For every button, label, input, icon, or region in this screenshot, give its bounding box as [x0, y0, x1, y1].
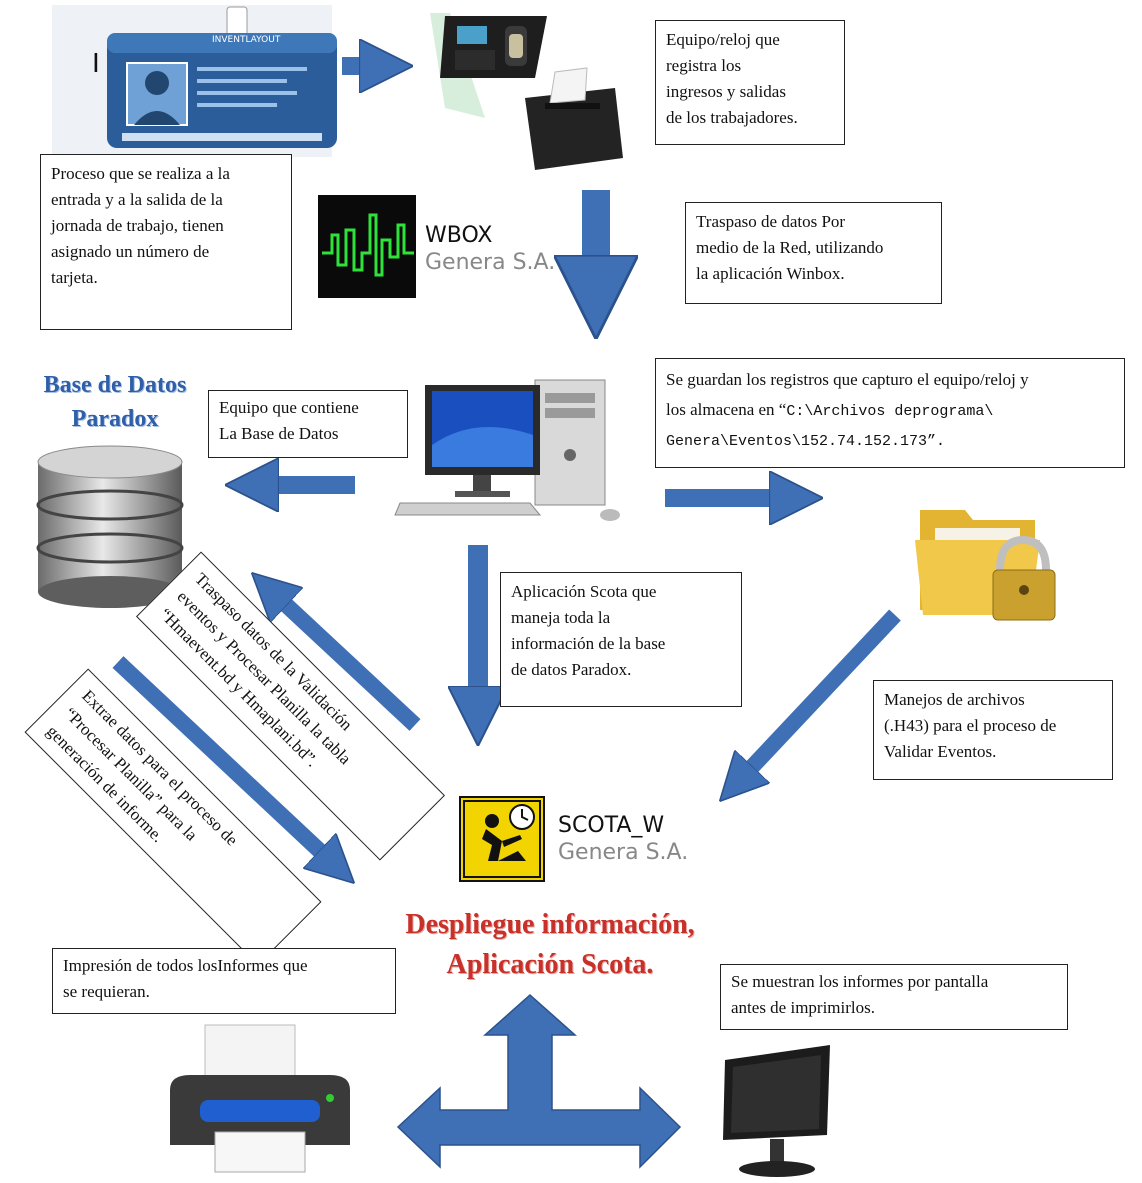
- equipo-bd-line-1: Equipo que contiene: [219, 398, 359, 417]
- traspaso-red-line-1: Traspaso de datos Por: [696, 212, 846, 231]
- se-guardan-path-1: C:\Archivos deprograma\: [786, 403, 994, 420]
- locked-folder-image: [915, 490, 1065, 625]
- equipo-bd-box: Equipo que contiene La Base de Datos: [208, 390, 408, 458]
- monitor-icon: [723, 1045, 830, 1177]
- base-datos-title: Base de Datos Paradox: [10, 368, 220, 436]
- scota-app-line-3: información de la base: [511, 634, 666, 653]
- construction-worker-icon: [459, 796, 545, 882]
- proceso-description-box: Proceso que se realiza a la entrada y a …: [40, 154, 292, 330]
- traspaso-red-line-3: la aplicación Winbox.: [696, 264, 845, 283]
- database-icon: [36, 445, 184, 608]
- database-image: [30, 440, 190, 610]
- locked-folder-icon: [915, 510, 1056, 621]
- se-guardan-box: Se guardan los registros que capturo el …: [655, 358, 1125, 468]
- extrae-line-2: “Procesar Planilla” para la: [60, 703, 202, 845]
- id-card-company: INVENTLAYOUT: [212, 35, 281, 45]
- se-guardan-line-2: los almacena en “C:\Archivos deprograma\: [666, 395, 1114, 427]
- scota-app-line-1: Aplicación Scota que: [511, 582, 657, 601]
- traspaso-red-line-2: medio de la Red, utilizando: [696, 238, 884, 257]
- scota-app-line-4: de datos Paradox.: [511, 660, 632, 679]
- impresion-line-2: se requieran.: [63, 982, 150, 1001]
- scota-w-name: SCOTA_W: [558, 813, 665, 838]
- despliegue-title-line-1: Despliegue información,: [405, 909, 695, 940]
- id-card-icon: [107, 6, 337, 148]
- desktop-computer-image: [394, 375, 640, 535]
- fingerprint-clock-icon: [430, 13, 623, 170]
- id-card-image: INVENTLAYOUT I: [52, 5, 337, 157]
- proceso-line-2: entrada y a la salida de la: [51, 190, 223, 209]
- manejos-line-3: Validar Eventos.: [884, 742, 997, 761]
- wbox-logo: WBOX Genera S.A.: [318, 195, 558, 300]
- equipo-bd-line-2: La Base de Datos: [219, 424, 339, 443]
- reloj-line-4: de los trabajadores.: [666, 108, 798, 127]
- arrow-folder-to-scota: [735, 609, 901, 785]
- three-way-arrow: [396, 993, 682, 1169]
- reloj-line-1: Equipo/reloj que: [666, 30, 780, 49]
- muestran-line-2: antes de imprimirlos.: [731, 998, 876, 1017]
- wbox-company: Genera S.A.: [425, 250, 556, 275]
- impresion-line-1: Impresión de todos losInformes que: [63, 956, 308, 975]
- muestran-line-1: Se muestran los informes por pantalla: [731, 972, 989, 991]
- proceso-line-1: Proceso que se realiza a la: [51, 164, 230, 183]
- se-guardan-path-2: Genera\Eventos\152.74.152.173”.: [666, 433, 946, 450]
- base-datos-title-line-2: Paradox: [71, 406, 159, 432]
- printer-image: [160, 1020, 360, 1180]
- reloj-line-3: ingresos y salidas: [666, 82, 786, 101]
- muestran-box: Se muestran los informes por pantalla an…: [720, 964, 1068, 1030]
- signal-chart-icon: [318, 195, 416, 298]
- manejos-box: Manejos de archivos (.H43) para el proce…: [873, 680, 1113, 780]
- wbox-name: WBOX: [425, 223, 493, 248]
- se-guardan-line-2-text: los almacena en “: [666, 400, 787, 419]
- se-guardan-line-1: Se guardan los registros que capturo el …: [666, 370, 1029, 389]
- reloj-line-2: registra los: [666, 56, 742, 75]
- printer-icon: [170, 1024, 350, 1173]
- traspaso-red-box: Traspaso de datos Por medio de la Red, u…: [685, 202, 942, 304]
- scota-w-logo: SCOTA_W Genera S.A.: [458, 795, 698, 885]
- despliegue-title: Despliegue información, Aplicación Scota…: [380, 905, 720, 985]
- computer-icon: [394, 379, 620, 521]
- manejos-line-2: (.H43) para el proceso de: [884, 716, 1057, 735]
- monitor-image: [715, 1045, 840, 1183]
- manejos-line-1: Manejos de archivos: [884, 690, 1025, 709]
- proceso-line-3: jornada de trabajo, tienen: [51, 216, 224, 235]
- base-datos-title-line-1: Base de Datos: [43, 372, 187, 398]
- impresion-box: Impresión de todos losInformes que se re…: [52, 948, 396, 1014]
- scota-app-line-2: maneja toda la: [511, 608, 611, 627]
- attendance-clock-image: [425, 8, 635, 170]
- text-cursor: I: [92, 47, 100, 78]
- scota-w-company: Genera S.A.: [558, 840, 689, 865]
- despliegue-title-line-2: Aplicación Scota.: [446, 949, 654, 980]
- proceso-line-4: asignado un número de: [51, 242, 210, 261]
- proceso-line-5: tarjeta.: [51, 268, 98, 287]
- scota-app-box: Aplicación Scota que maneja toda la info…: [500, 572, 742, 707]
- reloj-description-box: Equipo/reloj que registra los ingresos y…: [655, 20, 845, 145]
